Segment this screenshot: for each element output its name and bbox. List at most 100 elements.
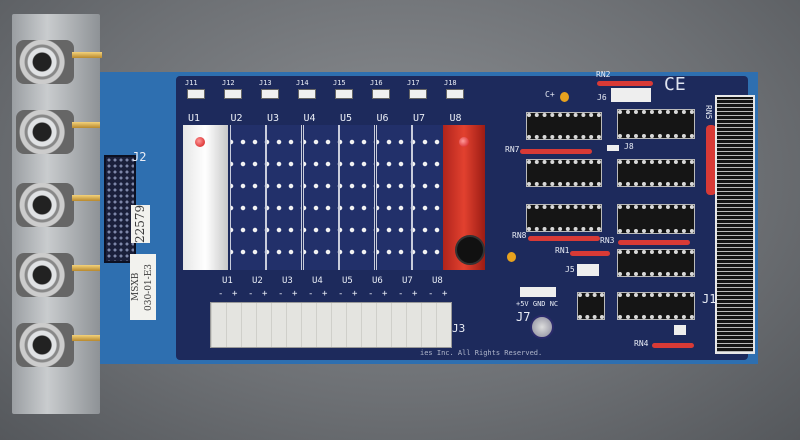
plus-label: + <box>262 289 268 299</box>
capacitor-nc <box>530 315 554 339</box>
minus-label: - <box>308 289 314 299</box>
part-text: 030-01-E3 <box>144 263 154 311</box>
capacitor <box>455 235 485 265</box>
rn4-resistor <box>652 343 694 348</box>
slot-label: U1 <box>188 113 201 124</box>
j2-connector <box>104 155 136 263</box>
j1-connector <box>715 95 755 354</box>
bnc-pin <box>72 122 102 128</box>
plus-label: + <box>322 289 328 299</box>
rn1-label: RN1 <box>555 246 570 255</box>
bnc-connector <box>16 183 74 227</box>
slot-label: U8 <box>449 113 462 124</box>
terminal-label: U4 <box>312 276 323 286</box>
slot-label: U5 <box>340 113 353 124</box>
terminal-label: U6 <box>372 276 383 286</box>
ic-chip <box>617 249 695 277</box>
slot-label: U7 <box>413 113 426 124</box>
jumper-j12 <box>224 89 242 99</box>
j2-label: J2 <box>132 150 147 164</box>
jumper-label: J16 <box>370 79 383 87</box>
minus-label: - <box>248 289 254 299</box>
terminal-label: U8 <box>432 276 443 286</box>
j8-header <box>607 145 619 151</box>
power-header <box>520 287 556 297</box>
jumper-j18 <box>446 89 464 99</box>
jumper-j14 <box>298 89 316 99</box>
j7-label: J7 <box>516 310 531 324</box>
minus-label: - <box>368 289 374 299</box>
led-u1 <box>195 137 205 147</box>
terminal-label: U2 <box>252 276 263 286</box>
rn8-resistor <box>528 236 600 241</box>
minus-label: - <box>338 289 344 299</box>
rn3-resistor <box>618 240 690 245</box>
rn1-resistor <box>570 251 610 256</box>
j6-label: J6 <box>597 93 607 102</box>
minus-label: - <box>398 289 404 299</box>
serial-sticker: 22579 <box>131 205 150 243</box>
ic-chip <box>526 204 602 232</box>
minus-label: - <box>428 289 434 299</box>
j5-header <box>577 264 599 276</box>
jumper-label: J17 <box>407 79 420 87</box>
slot-u4 <box>302 125 339 270</box>
bnc-pin <box>72 265 102 271</box>
jumper-label: J11 <box>185 79 198 87</box>
ic-chip <box>617 159 695 187</box>
capacitor-c <box>560 92 569 102</box>
bnc-pin <box>72 195 102 201</box>
rn3-label: RN3 <box>600 236 615 245</box>
jumper-j17 <box>409 89 427 99</box>
model-text: MSXB <box>131 272 141 302</box>
j5-label: J5 <box>565 265 575 274</box>
j6-header <box>611 88 651 102</box>
minus-label: - <box>218 289 224 299</box>
bnc-pin <box>72 335 102 341</box>
slot-label: U2 <box>230 113 243 124</box>
slot-u5 <box>339 125 375 270</box>
slot-label: U4 <box>303 113 316 124</box>
plus-label: + <box>412 289 418 299</box>
bnc-connector <box>16 40 74 84</box>
terminal-label: U1 <box>222 276 233 286</box>
plus-label: + <box>382 289 388 299</box>
jumper-label: J14 <box>296 79 309 87</box>
jumper-label: J18 <box>444 79 457 87</box>
j8-label: J8 <box>624 142 634 151</box>
ic-chip <box>617 292 695 320</box>
cap-label: C+ <box>545 90 555 99</box>
plus-label: + <box>442 289 448 299</box>
rn2-label: RN2 <box>596 70 611 79</box>
rn5-resistor <box>706 125 716 195</box>
rn4-label: RN4 <box>634 339 649 348</box>
rn7-label: RN7 <box>505 145 520 154</box>
j1-label: J1 <box>702 292 717 306</box>
jumper-j11 <box>187 89 205 99</box>
ic-chip-small <box>577 292 605 320</box>
jumper-label: J15 <box>333 79 346 87</box>
copyright-text: ies Inc. All Rights Reserved. <box>420 349 543 357</box>
terminal-label: U7 <box>402 276 413 286</box>
slot-u6 <box>375 125 412 270</box>
power-labels: +5V GND NC <box>516 300 559 308</box>
jumper-j16 <box>372 89 390 99</box>
bnc-pin <box>72 52 102 58</box>
ic-chip <box>617 109 695 139</box>
slot-label: U6 <box>376 113 389 124</box>
terminal-label: U3 <box>282 276 293 286</box>
jumper-label: J13 <box>259 79 272 87</box>
plus-label: + <box>352 289 358 299</box>
rn8-label: RN8 <box>512 231 527 240</box>
minus-label: - <box>278 289 284 299</box>
jumper-header <box>674 325 686 335</box>
led-u8 <box>459 137 469 147</box>
jumper-label: J12 <box>222 79 235 87</box>
j3-label: J3 <box>452 322 466 335</box>
model-sticker: MSXB 030-01-E3 <box>130 254 156 320</box>
bnc-connector <box>16 323 74 367</box>
ic-chip <box>617 204 695 234</box>
slot-label: U3 <box>267 113 280 124</box>
rn7-resistor <box>520 149 592 154</box>
plus-label: + <box>232 289 238 299</box>
